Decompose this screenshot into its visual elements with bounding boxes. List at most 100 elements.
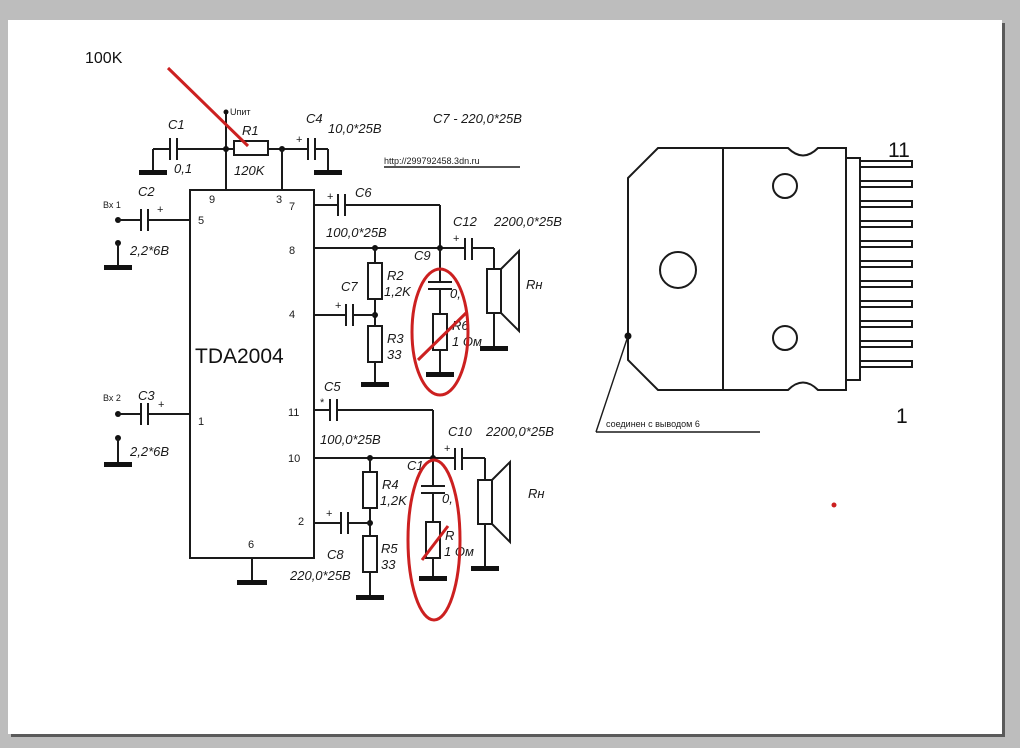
ground-symbol-spk1 (480, 346, 508, 351)
input-2-label: Вх 2 (103, 393, 121, 403)
ic-name: TDA2004 (195, 345, 284, 368)
package-pin-11-label: 11 (888, 139, 910, 162)
svg-text:+: + (296, 134, 302, 146)
mounting-hole-large (659, 251, 697, 289)
ground-symbol-pin6 (237, 580, 267, 585)
c7-rating: C7 - 220,0*25В (433, 111, 522, 126)
speaker-1-cone (500, 248, 520, 334)
c6-value: 100,0*25В (326, 225, 387, 240)
svg-text:*: * (320, 397, 325, 409)
pin-1: 1 (198, 416, 204, 428)
r4-ref: R4 (382, 477, 399, 492)
circuit-diagram: TDA2004 9 3 5 7 8 4 1 11 10 2 6 (85, 50, 913, 622)
speaker-1-body (486, 268, 502, 314)
ground-symbol-r6 (426, 372, 454, 377)
pin-4: 4 (289, 309, 295, 321)
r3-ref: R3 (387, 331, 404, 346)
svg-text:+: + (335, 300, 341, 312)
channel-1-output (314, 194, 520, 387)
c5-ref: C5 (324, 379, 341, 394)
package-note: соединен с выводом 6 (606, 419, 700, 429)
supply-label: Uпит (230, 107, 251, 117)
pin-6: 6 (248, 539, 254, 551)
source-url: http://299792458.3dn.ru (384, 156, 480, 166)
input-2-section (104, 403, 190, 467)
c6-ref: C6 (355, 185, 372, 200)
speaker-2-cone (491, 459, 511, 545)
supply-section (139, 109, 342, 190)
red-dot (831, 502, 837, 508)
r1-ref: R1 (242, 123, 259, 138)
input-1-section (104, 209, 190, 270)
package-pin-1-label: 1 (896, 405, 908, 428)
resistor-r3 (367, 325, 383, 363)
pin-11: 11 (288, 407, 299, 419)
ground-symbol-r5 (356, 595, 384, 600)
r3-value: 33 (387, 347, 402, 362)
pin-8: 8 (289, 245, 295, 257)
r2-ref: R2 (387, 268, 404, 283)
red-strike-r7 (420, 525, 450, 561)
speaker-2-body (477, 479, 493, 525)
svg-text:+: + (444, 443, 450, 455)
red-arrow-r1 (166, 66, 250, 148)
svg-text:+: + (326, 508, 332, 520)
speaker-2-label: Rн (528, 486, 545, 501)
c7-ref: C7 (341, 279, 358, 294)
r2-value: 1,2K (384, 284, 412, 299)
resistor-r1 (233, 140, 269, 156)
ground-symbol-c4 (314, 170, 342, 175)
ground-symbol-r3 (361, 382, 389, 387)
c1-value: 0,1 (174, 161, 192, 176)
annotation-value: 100K (85, 50, 123, 67)
resistor-r4 (362, 471, 378, 509)
r7-ref: R (445, 528, 454, 543)
ground-symbol-in1 (104, 265, 132, 270)
c3-value: 2,2*6В (129, 444, 169, 459)
package-outline (595, 147, 913, 433)
c11-ref: C1 (407, 458, 424, 473)
c5-value: 100,0*25В (320, 432, 381, 447)
resistor-r5 (362, 535, 378, 573)
pin-3: 3 (276, 194, 282, 206)
pin-2: 2 (298, 516, 304, 528)
mounting-hole-bottom (772, 325, 798, 351)
resistor-r2 (367, 262, 383, 300)
c1-ref: C1 (168, 117, 185, 132)
c8-value: 220,0*25В (289, 568, 351, 583)
channel-2-output (314, 399, 511, 600)
c10-ref: C10 (448, 424, 473, 439)
ground-symbol-spk2 (471, 566, 499, 571)
c9-value: 0, (450, 286, 461, 301)
c12-value: 2200,0*25В (493, 214, 562, 229)
c2-value: 2,2*6В (129, 243, 169, 258)
r5-ref: R5 (381, 541, 398, 556)
c10-value: 2200,0*25В (485, 424, 554, 439)
svg-text:+: + (453, 233, 459, 245)
c8-ref: C8 (327, 547, 344, 562)
red-circle-channel-2 (406, 458, 462, 622)
red-strike-r6 (416, 311, 468, 362)
package-leads (859, 160, 913, 368)
ground-symbol-r7 (419, 576, 447, 581)
mounting-hole-top (772, 173, 798, 199)
pin-7: 7 (289, 201, 295, 213)
c11-value: 0, (442, 491, 453, 506)
c12-ref: C12 (453, 214, 478, 229)
r5-value: 33 (381, 557, 396, 572)
c2-ref: C2 (138, 184, 155, 199)
svg-text:+: + (158, 399, 164, 411)
c4-value: 10,0*25В (328, 121, 382, 136)
c9-ref: C9 (414, 248, 431, 263)
pin-5: 5 (198, 215, 204, 227)
ground-symbol-in2 (104, 462, 132, 467)
input-1-label: Вх 1 (103, 200, 121, 210)
pin-10: 10 (288, 453, 300, 465)
ic-tda2004-body (189, 189, 315, 559)
schematic-sheet: TDA2004 9 3 5 7 8 4 1 11 10 2 6 (8, 20, 1002, 734)
c4-ref: C4 (306, 111, 323, 126)
pin-9: 9 (209, 194, 215, 206)
red-annotations (166, 66, 837, 622)
red-circle-channel-1 (410, 267, 470, 397)
svg-text:+: + (157, 204, 163, 216)
